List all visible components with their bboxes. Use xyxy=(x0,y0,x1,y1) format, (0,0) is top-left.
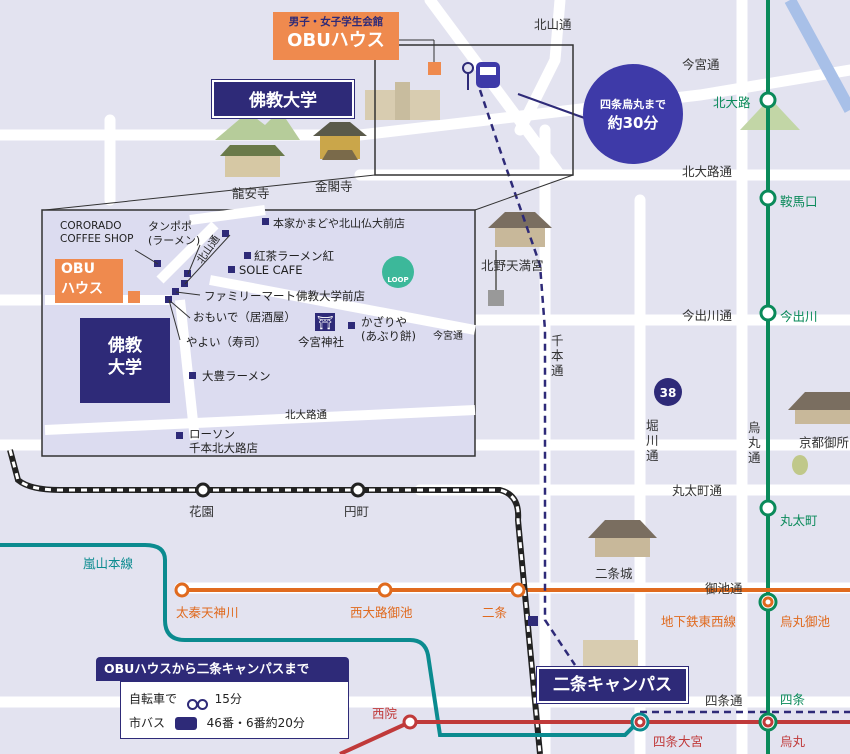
inset-imamiya-shrine: 今宮神社 xyxy=(298,335,344,349)
inset-yayoi: やよい（寿司） xyxy=(186,335,267,349)
station-shijo: 四条 xyxy=(780,692,806,707)
bubble-line2: 約30分 xyxy=(607,114,659,132)
line-sagano: 嵐山本線 xyxy=(83,556,134,571)
bicycle-icon xyxy=(186,693,208,710)
access-box: OBUハウスから二条キャンパスまで 自転車で 15分 市バス 46番・6番約20… xyxy=(96,657,349,741)
inset-cororado: CORORADO COFFEE SHOP xyxy=(60,220,134,245)
loop-icon xyxy=(382,256,414,288)
inset-bukkyo-block xyxy=(80,318,170,403)
landmark-kinkakuji: 金閣寺 xyxy=(315,179,353,194)
station-nijo: 二条 xyxy=(482,605,508,620)
access-title: OBUハウスから二条キャンパスまで xyxy=(96,657,349,681)
bukkyo-sign: 佛教大学 xyxy=(211,79,355,119)
inset-sole: SOLE CAFE xyxy=(239,263,303,277)
bus-stop-icon xyxy=(462,62,474,74)
route-badge-number: 38 xyxy=(660,386,677,400)
inset-leaders xyxy=(134,234,231,341)
inset-familymart: ファミリーマート佛教大学前店 xyxy=(204,289,365,303)
bubble-text: 四条烏丸まで 約30分 xyxy=(583,96,683,133)
road-oike: 御池通 xyxy=(705,581,743,596)
road-karasuma: 烏丸通 xyxy=(748,420,761,465)
shrine-icon-imamiya: ⛩ xyxy=(315,313,335,331)
obu-house-subtitle: 男子・女子学生会館 xyxy=(288,16,384,28)
jr-line-dash xyxy=(8,449,542,754)
line-tozai: 地下鉄東西線 xyxy=(661,614,737,629)
landmark-nijojo: 二条城 xyxy=(595,566,633,581)
station-shijo-omiya: 四条大宮 xyxy=(653,734,704,749)
bike-time: 15分 xyxy=(214,692,242,706)
travel-time-bubble xyxy=(583,64,683,164)
station-markers xyxy=(174,91,778,732)
keifuku-line xyxy=(0,543,642,737)
bus-label: 市バス xyxy=(129,716,166,730)
inset-obu-marker xyxy=(128,291,140,303)
road-imamiya: 今宮通 xyxy=(682,57,720,72)
bubble-line1: 四条烏丸まで xyxy=(600,98,666,111)
campus-label: 二条キャンパス xyxy=(536,666,689,704)
route-badge xyxy=(654,378,682,406)
campus-building-icon xyxy=(583,640,638,666)
bus-bubble-connector xyxy=(517,93,591,121)
station-karasuma-oike: 烏丸御池 xyxy=(780,614,831,629)
castle-icon-nijojo xyxy=(588,520,657,557)
inset-bukkyo-label: 佛教 大学 xyxy=(108,336,142,378)
road-kitayama: 北山通 xyxy=(534,17,572,32)
obu-house-sign: 男子・女子学生会館 OBUハウス xyxy=(273,12,399,60)
road-marutamachi: 丸太町通 xyxy=(672,483,723,498)
road-senbon: 千本通 xyxy=(551,333,564,378)
city-bus-icon xyxy=(174,717,197,730)
station-emmachi: 円町 xyxy=(344,504,370,519)
station-nishioji-oike: 西大路御池 xyxy=(350,605,413,620)
temple-icon-ryoanji xyxy=(220,145,285,177)
station-karasuma: 烏丸 xyxy=(780,734,806,749)
road-imadegawa: 今出川通 xyxy=(682,308,733,323)
obu-marker xyxy=(428,62,441,75)
bus-time: 46番・6番約20分 xyxy=(206,716,305,730)
inset-obu-label: OBU ハウス xyxy=(61,261,103,297)
palace-icon-gosho xyxy=(788,392,850,475)
zoom-leader xyxy=(44,174,376,211)
inset-lawson: ローソン 千本北大路店 xyxy=(189,427,258,455)
inset-roads xyxy=(44,205,476,441)
bike-row: 自転車で 15分 xyxy=(129,690,242,710)
landmark-kitano: 北野天満宮 xyxy=(481,258,544,273)
bus-row: 市バス 46番・6番約20分 xyxy=(129,714,305,731)
temple-icon-kinkakuji xyxy=(313,122,367,160)
road-horikawa: 堀川通 xyxy=(646,418,659,463)
landmark-ryoanji: 龍安寺 xyxy=(232,186,270,201)
inset-omoide: おもいで（居酒屋） xyxy=(193,310,296,324)
road-shijo: 四条通 xyxy=(705,693,743,708)
zoom-frame xyxy=(374,44,574,176)
zoom-leader xyxy=(474,174,574,211)
road-kitaoji: 北大路通 xyxy=(682,164,733,179)
inset-tanpopo: タンポポ (ラーメン) xyxy=(148,220,201,247)
inset-kitaoji-road: 北大路通 xyxy=(285,409,327,421)
campus-bus-stop xyxy=(528,616,538,626)
svg-text:⛩: ⛩ xyxy=(317,315,334,331)
station-kitaoji: 北大路 xyxy=(713,95,751,110)
inset-kamadoya: 本家かまどや北山仏大前店 xyxy=(273,217,405,230)
bus-route xyxy=(478,89,577,666)
landmark-gosho: 京都御所 xyxy=(799,435,850,450)
station-uzumasa: 太秦天神川 xyxy=(176,605,239,620)
inset-loop-label: LOOP xyxy=(387,276,409,284)
river xyxy=(784,0,850,113)
inset-obu-block xyxy=(55,259,123,303)
obu-house-title: OBUハウス xyxy=(287,30,385,51)
access-body: 自転車で 15分 市バス 46番・6番約20分 xyxy=(120,681,349,739)
bike-label: 自転車で xyxy=(129,692,178,706)
station-hanazono: 花園 xyxy=(189,504,215,519)
bus-window xyxy=(480,67,496,75)
building-icon-bukkyo xyxy=(365,82,440,120)
station-imadegawa: 今出川 xyxy=(780,309,818,324)
station-kuramaguchi: 鞍馬口 xyxy=(780,194,818,209)
station-saiin: 西院 xyxy=(372,706,398,721)
inset-kazariya: かざりや (あぶり餅) xyxy=(361,315,416,343)
inset-daiho: 大豊ラーメン xyxy=(202,369,271,383)
inset-imamiya-road: 今宮通 xyxy=(433,331,463,342)
station-marutamachi: 丸太町 xyxy=(780,513,818,528)
inset-kocha: 紅茶ラーメン紅 xyxy=(254,249,335,263)
